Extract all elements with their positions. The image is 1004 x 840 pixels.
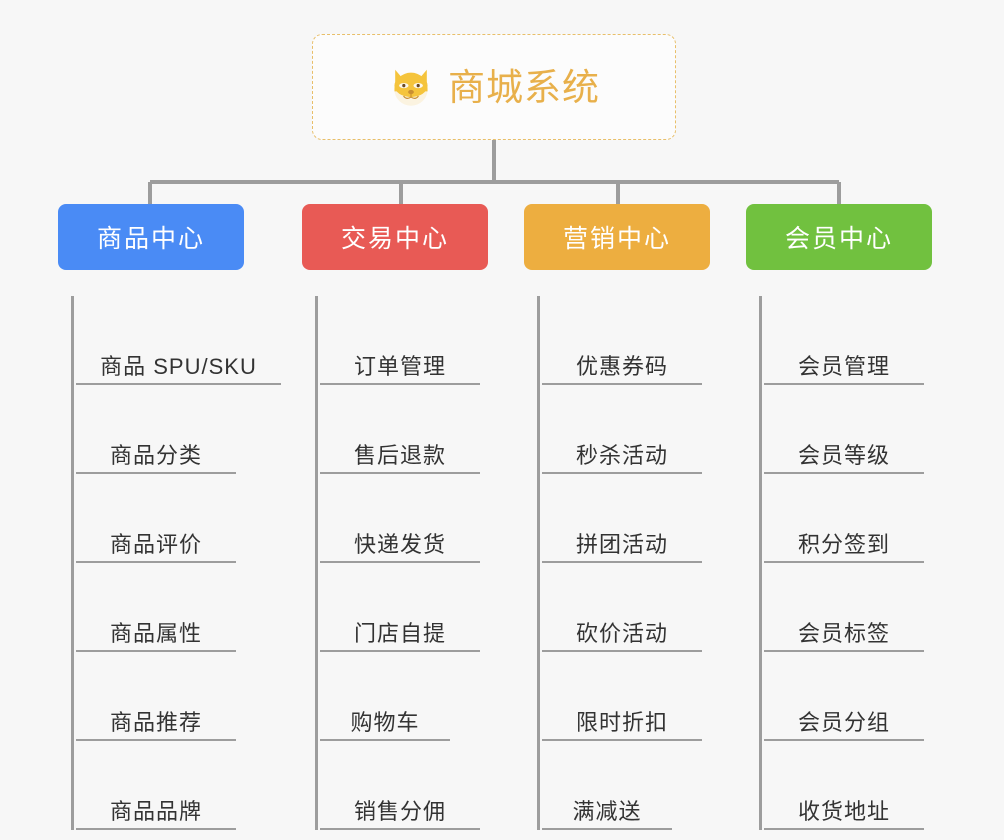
leaf-item-label: 会员标签 [797, 620, 890, 646]
leaf-item[interactable]: 优惠券码 [542, 296, 702, 385]
category-box-会员中心[interactable]: 会员中心 [746, 204, 932, 270]
leaf-item-label: 优惠券码 [575, 353, 668, 379]
leaf-item[interactable]: 会员标签 [764, 563, 924, 652]
leaf-item[interactable]: 商品推荐 [76, 652, 236, 741]
leaf-item-label: 秒杀活动 [575, 442, 668, 468]
leaf-item[interactable]: 积分签到 [764, 474, 924, 563]
leaf-list-0: 商品 SPU/SKU 商品分类 商品评价 商品属性 商品推荐 商品品牌 [58, 296, 281, 830]
category-column-0: 商品中心 商品 SPU/SKU 商品分类 商品评价 商品属性 商品推荐 商品品牌 [58, 204, 281, 830]
leaf-item[interactable]: 秒杀活动 [542, 385, 702, 474]
leaf-list-2: 优惠券码 秒杀活动 拼团活动 砍价活动 限时折扣 满减送 [524, 296, 744, 830]
leaf-item-label: 订单管理 [353, 353, 446, 379]
category-column-2: 营销中心 优惠券码 秒杀活动 拼团活动 砍价活动 限时折扣 满减送 [524, 204, 744, 830]
leaf-item[interactable]: 商品评价 [76, 474, 236, 563]
leaf-item-label: 快递发货 [353, 531, 446, 557]
leaf-item-label: 购物车 [350, 709, 420, 735]
leaf-item[interactable]: 砍价活动 [542, 563, 702, 652]
leaf-item[interactable]: 商品 SPU/SKU [76, 296, 281, 385]
leaf-item-label: 售后退款 [353, 442, 446, 468]
leaf-item-label: 商品评价 [109, 531, 202, 557]
leaf-item-label: 会员等级 [797, 442, 890, 468]
leaf-item-label: 积分签到 [797, 531, 890, 557]
leaf-item[interactable]: 拼团活动 [542, 474, 702, 563]
leaf-item-label: 商品推荐 [109, 709, 202, 735]
leaf-item[interactable]: 会员分组 [764, 652, 924, 741]
leaf-item-label: 砍价活动 [575, 620, 668, 646]
leaf-list-3: 会员管理 会员等级 积分签到 会员标签 会员分组 收货地址 [746, 296, 966, 830]
leaf-item[interactable]: 购物车 [320, 652, 450, 741]
shiba-dog-emoji-icon [394, 69, 428, 106]
leaf-item[interactable]: 门店自提 [320, 563, 480, 652]
leaf-item[interactable]: 会员等级 [764, 385, 924, 474]
leaf-item-label: 会员分组 [797, 709, 890, 735]
leaf-item[interactable]: 限时折扣 [542, 652, 702, 741]
leaf-item[interactable]: 商品品牌 [76, 741, 236, 830]
leaf-item[interactable]: 销售分佣 [320, 741, 480, 830]
category-box-交易中心[interactable]: 交易中心 [302, 204, 488, 270]
leaf-item-label: 商品品牌 [109, 798, 202, 824]
leaf-item[interactable]: 快递发货 [320, 474, 480, 563]
leaf-item-label: 门店自提 [353, 620, 446, 646]
leaf-item[interactable]: 商品分类 [76, 385, 236, 474]
category-box-商品中心[interactable]: 商品中心 [58, 204, 244, 270]
leaf-item-label: 满减送 [572, 798, 642, 824]
leaf-item[interactable]: 商品属性 [76, 563, 236, 652]
leaf-item-label: 销售分佣 [353, 798, 446, 824]
leaf-item-label: 商品分类 [109, 442, 202, 468]
leaf-item-label: 商品属性 [109, 620, 202, 646]
category-box-营销中心[interactable]: 营销中心 [524, 204, 710, 270]
leaf-item-label: 商品 SPU/SKU [100, 353, 257, 379]
leaf-item[interactable]: 订单管理 [320, 296, 480, 385]
category-column-3: 会员中心 会员管理 会员等级 积分签到 会员标签 会员分组 收货地址 [746, 204, 966, 830]
leaf-item[interactable]: 售后退款 [320, 385, 480, 474]
leaf-item-label: 收货地址 [797, 798, 890, 824]
leaf-item[interactable]: 会员管理 [764, 296, 924, 385]
leaf-item-label: 拼团活动 [575, 531, 668, 557]
leaf-list-1: 订单管理 售后退款 快递发货 门店自提 购物车 销售分佣 [302, 296, 522, 830]
root-title: 商城系统 [448, 66, 600, 108]
leaf-item[interactable]: 收货地址 [764, 741, 924, 830]
leaf-item-label: 会员管理 [797, 353, 890, 379]
leaf-item-label: 限时折扣 [575, 709, 668, 735]
root-node[interactable]: 商城系统 [312, 34, 676, 140]
category-column-1: 交易中心 订单管理 售后退款 快递发货 门店自提 购物车 销售分佣 [302, 204, 522, 830]
leaf-item[interactable]: 满减送 [542, 741, 672, 830]
